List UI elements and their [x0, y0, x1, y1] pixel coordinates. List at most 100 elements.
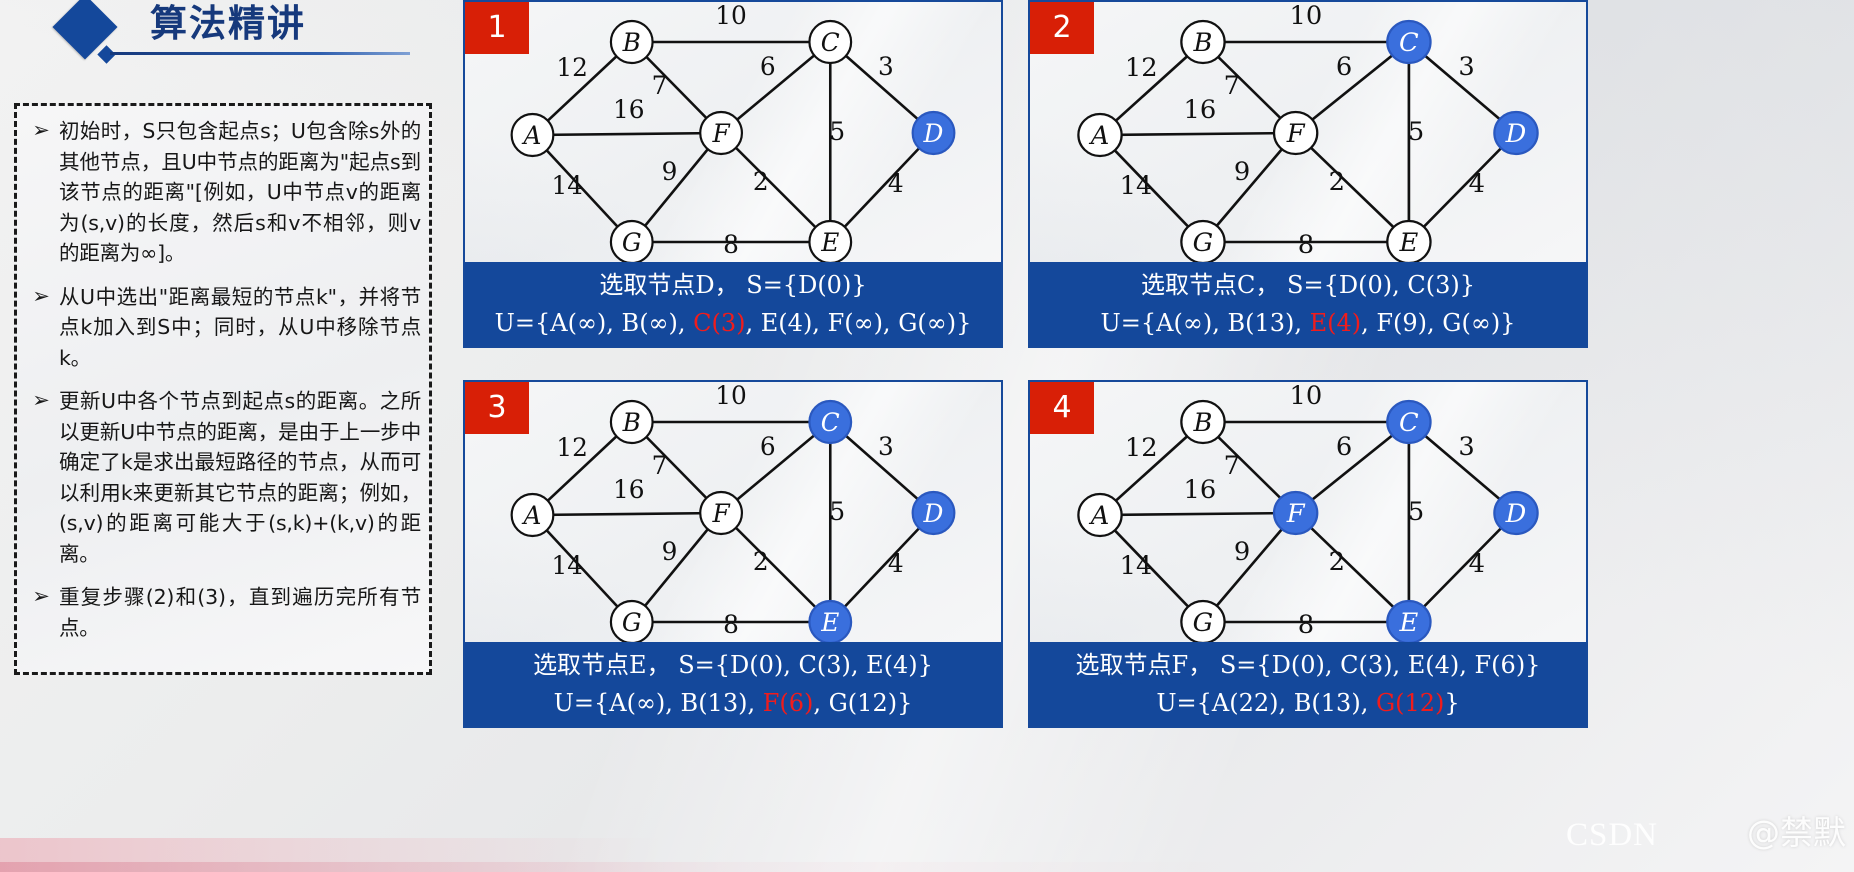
caption-u-pre: U={A(∞), B(13), — [1100, 309, 1310, 337]
edge-weight-label: 7 — [1224, 450, 1240, 480]
graph-node-label-f: F — [1286, 118, 1306, 148]
edge-weight-label: 14 — [1120, 170, 1153, 200]
graph-edge — [630, 132, 723, 243]
panel-number-badge: 4 — [1030, 382, 1094, 434]
graph-node-label-g: G — [1193, 227, 1214, 257]
graph-node-f — [1272, 110, 1319, 156]
graph-edge — [829, 41, 935, 134]
edge-weight-label: 12 — [556, 53, 588, 82]
edge-weight-label: 7 — [652, 451, 668, 480]
graph-node-label-a: A — [1089, 500, 1110, 530]
title-underline — [110, 52, 410, 55]
edge-weight-label: 14 — [551, 551, 583, 580]
caption-line-u: U={A(∞), B(13), E(4), F(9), G(∞)} — [1101, 304, 1516, 342]
edge-weight-label: 2 — [1329, 546, 1345, 576]
edge-weight-label: 2 — [753, 167, 769, 196]
edge-weight-label: 6 — [760, 432, 776, 461]
edge-weight-label: 12 — [1125, 432, 1158, 462]
edge-weight-label: 3 — [878, 52, 894, 81]
edge-weight-label: 9 — [1234, 156, 1250, 186]
bullet-arrow-icon: ➢ — [32, 284, 50, 308]
caption-line-s: 选取节点F， S={D(0), C(3), E(4), F(6)} — [1075, 651, 1541, 679]
caption-u-highlight: G(12) — [1375, 689, 1445, 717]
csdn-watermark: CSDN — [1565, 817, 1658, 853]
caption-u-pre: U={A(∞), B(∞), — [494, 309, 694, 337]
edge-weight-label: 4 — [888, 549, 904, 578]
graph-node-f — [1272, 490, 1319, 536]
edge-weight-label: 4 — [888, 169, 904, 198]
graph-node-label-f: F — [1286, 498, 1306, 528]
graph-node-a — [1077, 112, 1123, 158]
graph-node-f — [699, 490, 744, 536]
graph-edge — [1201, 512, 1297, 623]
caption-line-s: 选取节点C， S={D(0), C(3)} — [1141, 271, 1475, 299]
algorithm-steps-panel: ➢ 初始时，S只包含起点s；U包含除s外的其他节点，且U中节点的距离为"起点s到… — [14, 103, 432, 675]
graph-node-label-e: E — [1398, 607, 1418, 637]
panel-number-badge: 3 — [465, 382, 529, 434]
graph-edge — [829, 132, 935, 243]
graph-node-a — [1077, 492, 1123, 538]
graph-edge — [532, 131, 722, 137]
graph-edge — [1294, 40, 1410, 135]
edge-weight-label: 8 — [1298, 609, 1314, 639]
edge-weight-label: 6 — [1336, 51, 1352, 81]
bullet-arrow-icon: ➢ — [32, 585, 50, 608]
graph-node-b — [1180, 19, 1226, 65]
graph-node-label-c: C — [821, 28, 840, 57]
graph-edge — [1408, 421, 1517, 514]
graph-edge — [1294, 420, 1410, 515]
edge-weight-label: 8 — [723, 230, 739, 259]
graph-node-d — [911, 490, 956, 536]
graph-edge — [1100, 131, 1296, 137]
list-item: ➢ 更新U中各个节点到起点s的距离。之所以更新U中节点的距离，是由于上一步中确定… — [23, 386, 421, 569]
background-pink-stripe — [0, 838, 660, 872]
caption-line-s: 选取节点D， S={D(0)} — [599, 271, 867, 299]
graph-edge — [720, 512, 832, 623]
edge-weight-label: 16 — [613, 475, 645, 504]
caption-line-s: 选取节点E， S={D(0), C(3), E(4)} — [533, 651, 933, 679]
graph-edge — [531, 514, 633, 623]
bullet-arrow-icon: ➢ — [32, 119, 50, 142]
panel-number-badge: 1 — [465, 2, 529, 54]
edge-weight-label: 4 — [1469, 168, 1485, 198]
panel-caption-4: 选取节点F， S={D(0), C(3), E(4), F(6)} U={A(2… — [1030, 642, 1586, 726]
edge-weight-label: 5 — [829, 497, 845, 526]
graph-node-label-e: E — [1398, 227, 1418, 257]
page-title: 算法精讲 — [150, 3, 306, 44]
graph-node-label-c: C — [1399, 407, 1419, 437]
graph-node-c — [1386, 399, 1432, 445]
graph-edge — [1201, 132, 1297, 243]
graph-node-label-g: G — [622, 228, 642, 257]
graph-node-label-e: E — [820, 608, 839, 637]
list-item-text: 重复步骤(2)和(3)，直到遍历完所有节点。 — [59, 585, 421, 640]
caption-u-highlight: C(3) — [693, 309, 746, 337]
graph-edge — [1099, 41, 1204, 136]
list-item: ➢ 从U中选出"距离最短的节点k"，并将节点k加入到S中；同时，从U中移除节点k… — [23, 282, 421, 374]
list-item: ➢ 重复步骤(2)和(3)，直到遍历完所有节点。 — [23, 582, 421, 643]
graph-edge — [720, 40, 832, 135]
graph-node-label-b: B — [622, 28, 641, 57]
graph-node-label-d: D — [923, 119, 944, 148]
graph-edge — [1294, 132, 1410, 243]
caption-u-post: , E(4), F(∞), G(∞)} — [745, 309, 972, 337]
slide-header: 算法精讲 — [0, 0, 460, 64]
graph-node-d — [1493, 110, 1539, 156]
edge-weight-label: 7 — [652, 71, 668, 100]
edge-weight-label: 7 — [1224, 70, 1240, 100]
graph-edge — [1407, 512, 1517, 623]
list-item: ➢ 初始时，S只包含起点s；U包含除s外的其他节点，且U中节点的距离为"起点s到… — [23, 116, 421, 269]
graph-edge — [1099, 134, 1204, 243]
graph-node-f — [699, 110, 744, 156]
graph-node-label-c: C — [1399, 27, 1419, 57]
caption-u-highlight: F(6) — [762, 689, 814, 717]
graph-node-label-b: B — [622, 408, 641, 437]
graph-node-label-a: A — [522, 501, 542, 530]
graph-node-label-b: B — [1193, 407, 1213, 437]
edge-weight-label: 3 — [878, 432, 894, 461]
